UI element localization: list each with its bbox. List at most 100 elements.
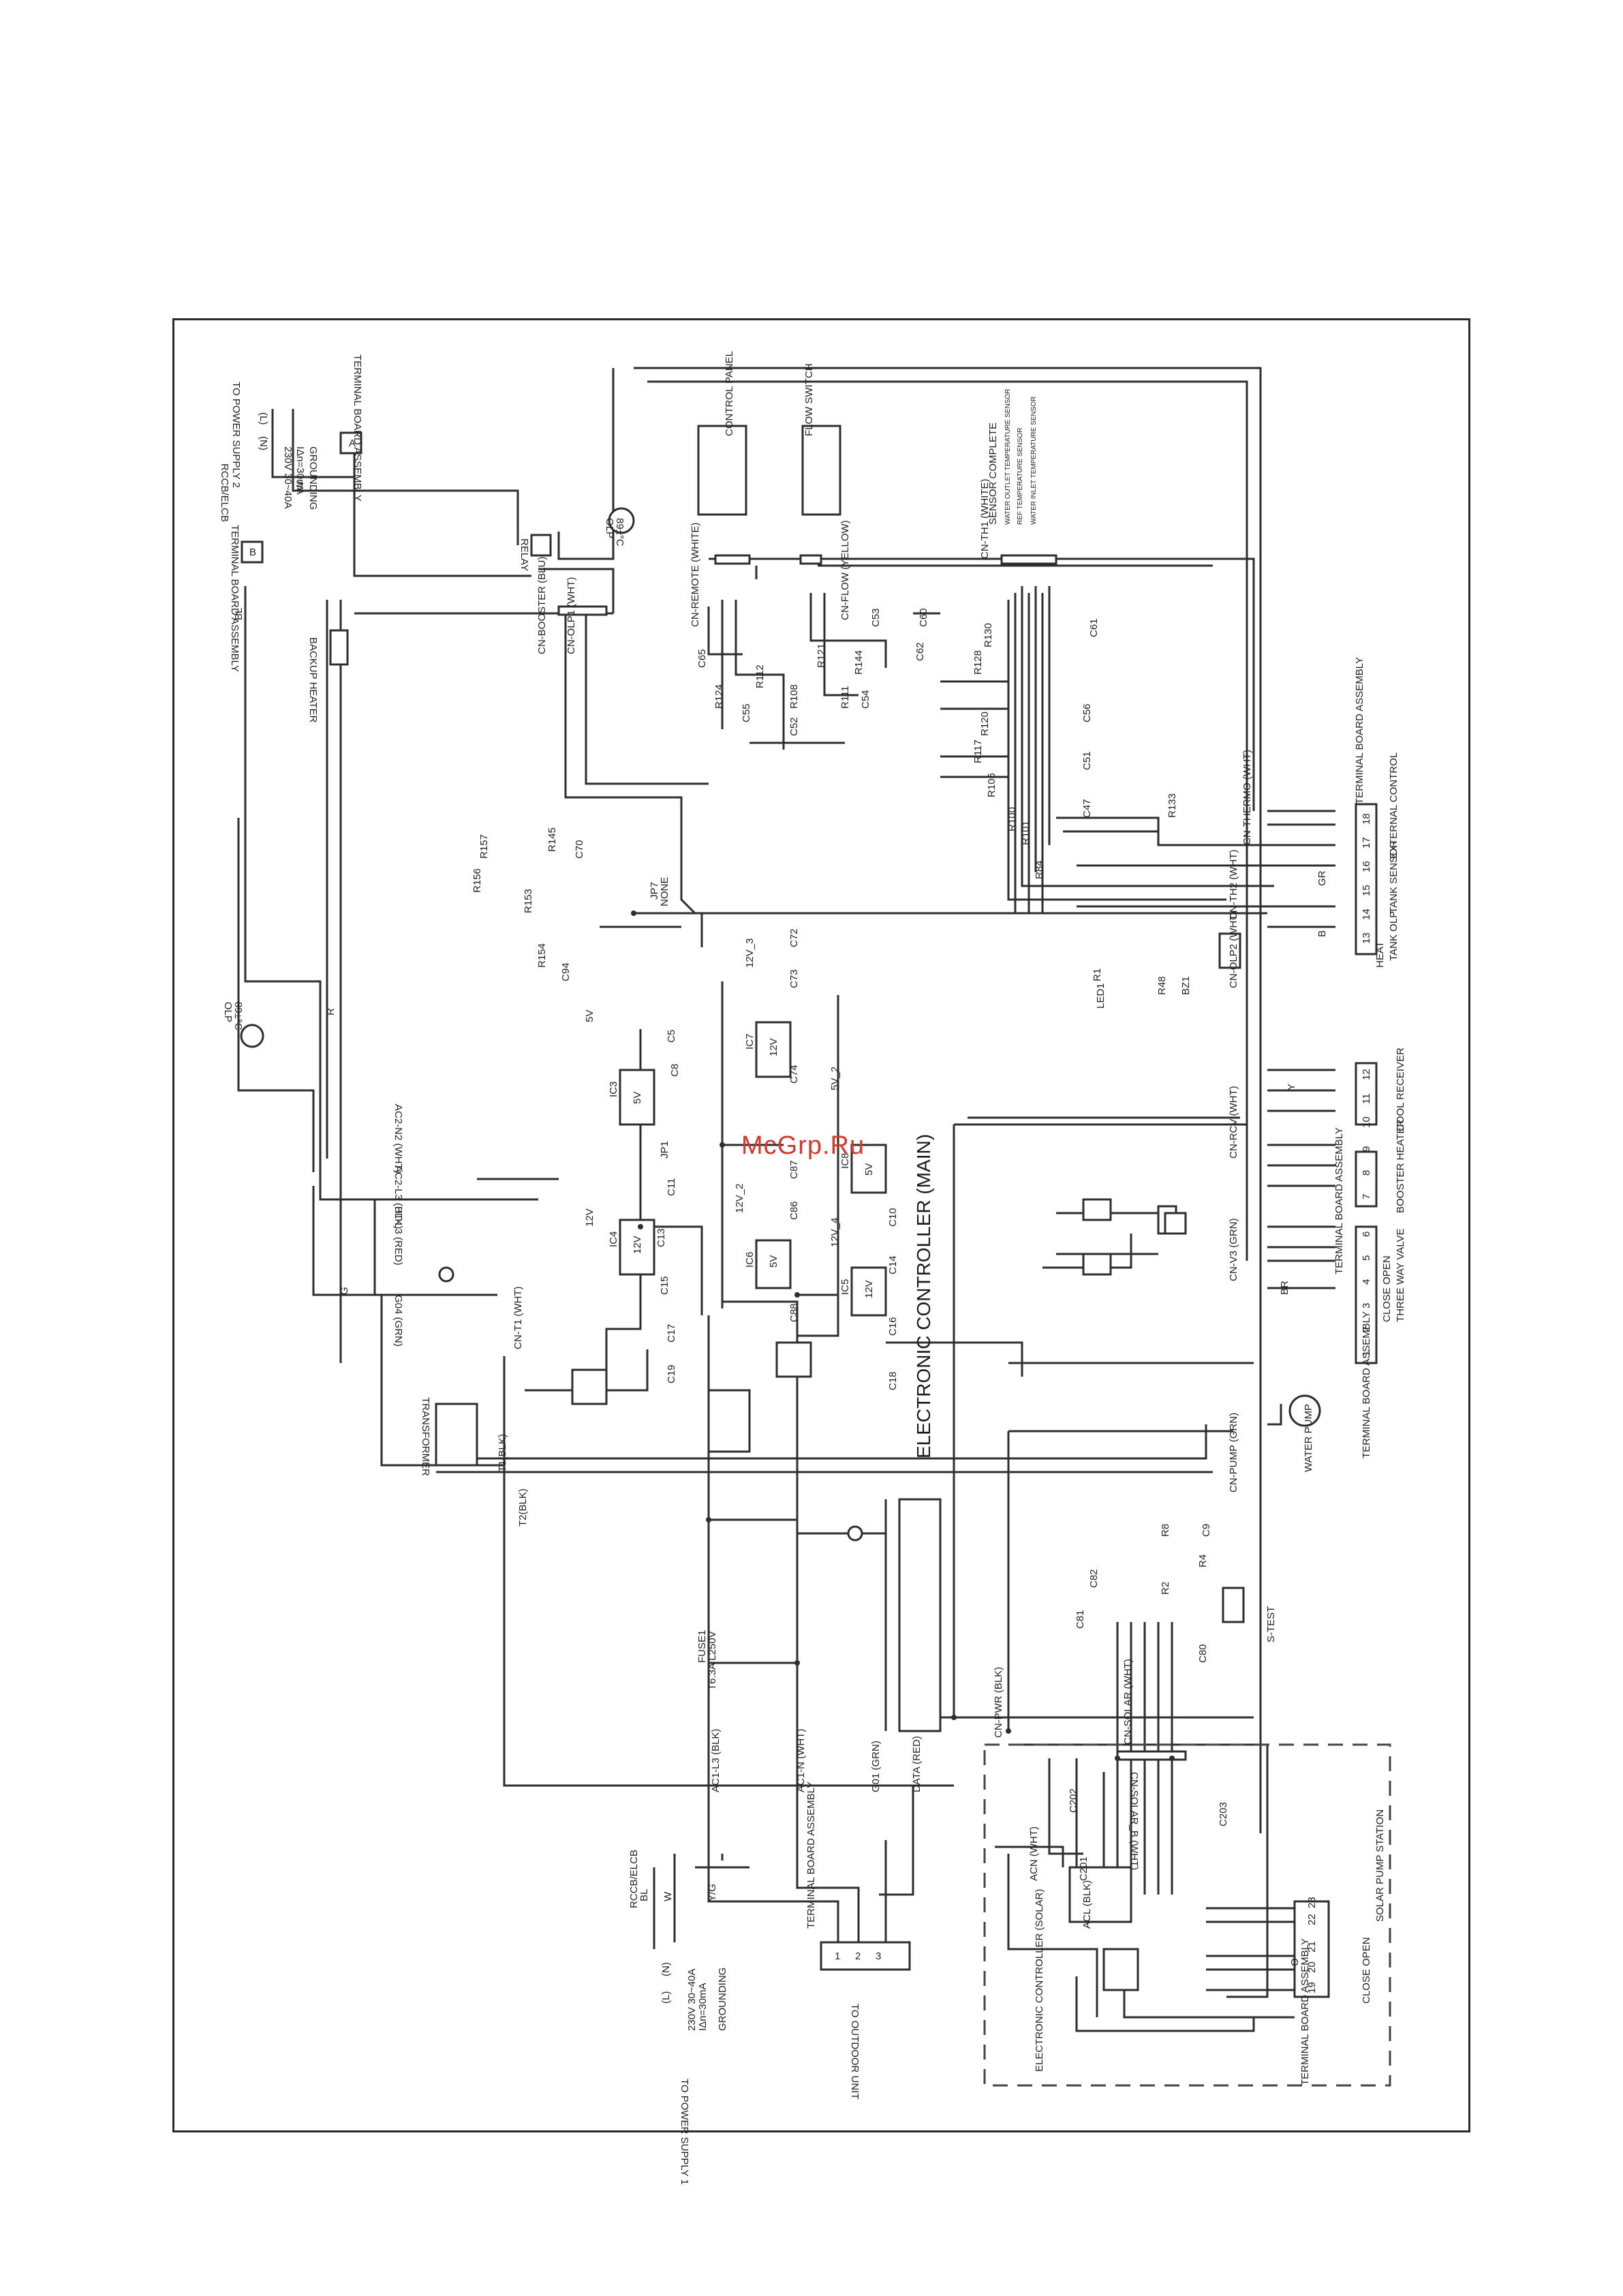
fuse-rating: T6.3A L250V [707,1631,718,1690]
terminal-11: 11 [1361,1093,1372,1104]
r108: R108 [788,684,800,709]
connector-labels: CN-BOOSTER (BLU) CN-OLP1 (WHT) CN-REMOTE… [392,479,1253,1929]
terminal-board-outdoor-label: TERMINAL BOARD ASSEMBLY [805,1781,817,1929]
component-boxes [240,425,1378,1998]
ic4-voltage: 12V [632,1236,643,1254]
c14: C14 [887,1255,899,1274]
ac2-l3-label: AC2-L3 (BLK) [392,1165,404,1229]
c51: C51 [1081,751,1093,770]
rccb-2-label: RCCB/ELCB [219,463,230,522]
c19: C19 [666,1364,677,1383]
wire-gr-right: GR [1316,870,1328,886]
terminal-numbers-bottom: 1 2 3 4 5 6 [1361,1231,1372,1356]
wire-g-left: G [339,1287,350,1295]
c202: C202 [1068,1788,1079,1813]
olp-left-label: OLP [222,1002,234,1022]
terminal-1: 1 [1361,1351,1372,1356]
terminal-2: 2 [1361,1327,1372,1332]
pin-n-2: (N) [258,436,269,450]
ic-labels: IC3 IC4 IC5 IC6 IC7 IC8 5V 12V 12V 5V 12… [608,1034,875,1298]
acn-label: ACN (WHT) [1028,1826,1040,1881]
terminal-board-right-bottom-label: TERMINAL BOARD ASSEMBLY [1361,1311,1372,1458]
r121: R121 [816,643,827,668]
grounding-1-label: GROUNDING [717,1968,728,2031]
cn-t1-label: CN-T1 (WHT) [512,1287,524,1349]
c70: C70 [574,840,585,859]
power-supply-1: RCCB/ELCB 230V 30~40A IΔn=30mA GROUNDING… [628,1850,728,2185]
g01-label: G01 (GRN) [870,1741,882,1792]
terminal-numbers-solar: 19 20 21 22 23 [1306,1897,1318,1993]
r157: R157 [478,834,490,859]
c87: C87 [788,1160,800,1179]
r145: R145 [546,827,558,852]
cn-pwr-label: CN-PWR (BLK) [993,1667,1004,1738]
cn-booster-label: CN-BOOSTER (BLU) [536,557,548,654]
s-test-label: S-TEST [1265,1606,1277,1642]
c62: C62 [914,642,926,661]
terminal-7: 7 [1361,1194,1372,1199]
terminal-21: 21 [1306,1941,1318,1953]
terminal-15: 15 [1361,885,1372,896]
sensor-3-label: WATER INLET TEMPERATURE SENSOR [1030,397,1038,525]
terminal-18: 18 [1361,813,1372,825]
capacitor-labels: C70 C94 C65 C55 C52 C54 C53 C60 C62 C61 … [560,608,1229,1881]
terminal-6: 6 [1361,1231,1372,1237]
terminal-board-solar-label: TERMINAL BOARD ASSEMBLY [1299,1938,1311,2085]
junction-nodes [631,910,1175,1761]
rccb-1-label: RCCB/ELCB [628,1850,640,1908]
sensor-2-label: REF TEMPERATURE SENSOR [1017,428,1024,525]
sensor-1-label: WATER OUTLET TEMPERATURE SENSOR [1004,389,1012,525]
terminal-12: 12 [1361,1069,1372,1080]
terminal-board-a-label: TERMINAL BOARD ASSEMBLY [352,354,363,502]
wire-r-left: R [325,1008,337,1015]
solar-controller-boundary [983,1743,1391,2087]
right-terminal-labels: TANK OLP HEAT TANK SENSOR EXTERNAL CONTR… [1299,657,1406,2085]
cn-olp2-label: CN-OLP2 (WHT) [1228,911,1239,988]
cn-th2-label: CN-TH2 (WHT) [1228,850,1239,920]
ic6-label: IC6 [744,1252,756,1268]
terminal-letter-b: B [249,547,256,558]
cn-thermo-label: CN-THERMO (WHT) [1241,750,1253,845]
grounding-2-label: GROUNDING [307,446,319,510]
cn-solar-label: CN-SOLAR (WHT) [1122,1659,1134,1745]
rail-12v-4: 12V_4 [829,1218,841,1247]
rccb-2-spec-2: IΔn=30mA [294,446,306,494]
main-controller-title: ELECTRONIC CONTROLLER (MAIN) [913,1134,934,1458]
g04-label: G04 (GRN) [392,1295,404,1347]
c55: C55 [741,703,752,722]
c47: C47 [1081,799,1093,818]
led1-label: LED1 [1095,983,1107,1009]
resistor-labels: R145 R157 R156 R153 R154 R124 R112 R108 … [472,623,1209,1595]
c203: C203 [1218,1802,1229,1826]
c81: C81 [1075,1610,1086,1629]
c88: C88 [788,1303,800,1322]
olp-left-temp: 89±°C [232,1002,244,1030]
terminal-17: 17 [1361,837,1372,848]
r120: R120 [979,711,991,736]
pin-l-1: (L) [660,1991,672,2004]
close-open-solar-label: CLOSE OPEN [1361,1937,1372,2004]
c17: C17 [666,1323,677,1343]
r112: R112 [754,664,766,688]
rail-12v-3: 12V_3 [744,938,756,968]
r8: R8 [1160,1524,1171,1537]
rail-5v-2: 5V_2 [829,1067,841,1090]
c61: C61 [1088,618,1100,637]
acl-label: ACL (BLK) [1081,1880,1093,1929]
c52: C52 [788,717,800,736]
terminal-9: 9 [1361,1146,1372,1152]
c201: C201 [1078,1856,1089,1881]
terminal-letter-a: A [349,438,356,449]
terminal-20: 20 [1306,1961,1318,1973]
solar-pump-station-label: SOLAR PUMP STATION [1374,1809,1386,1922]
r1: R1 [1092,968,1103,981]
ic3-voltage: 5V [632,1092,643,1104]
c80: C80 [1197,1644,1209,1663]
terminal-23: 23 [1306,1897,1318,1908]
outdoor-pin-1: 1 [835,1950,840,1962]
outdoor-pin-3: 3 [876,1950,881,1962]
rail-12v-2: 12V_2 [734,1184,745,1213]
cn-pump-label: CN-PUMP (GRN) [1228,1413,1239,1493]
power-supply-1-label: TO POWER SUPPLY 1 [679,2079,690,2185]
